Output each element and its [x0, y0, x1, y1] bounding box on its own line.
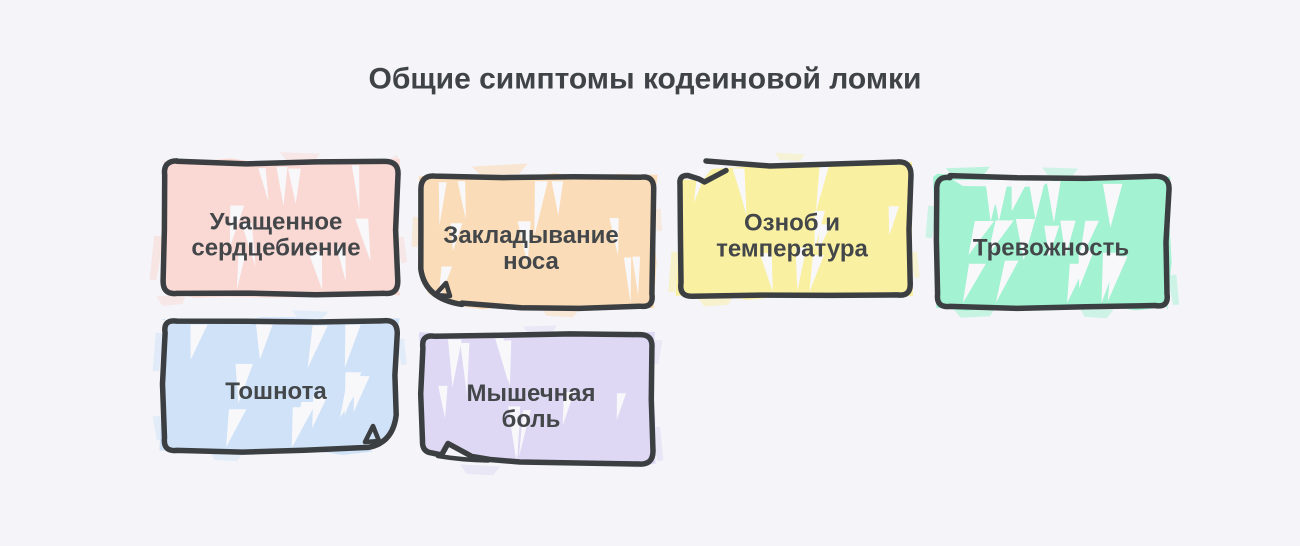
svg-text:сердцебиение: сердцебиение: [191, 235, 360, 262]
svg-text:Мышечная: Мышечная: [466, 380, 595, 407]
svg-text:боль: боль: [502, 406, 561, 433]
svg-text:Закладывание: Закладывание: [443, 222, 618, 249]
svg-text:носа: носа: [503, 248, 559, 275]
svg-text:Тошнота: Тошнота: [225, 378, 327, 405]
svg-text:Общие симптомы кодеиновой ломк: Общие симптомы кодеиновой ломки: [368, 63, 921, 96]
svg-text:Озноб и: Озноб и: [744, 210, 840, 237]
svg-text:Учащенное: Учащенное: [210, 209, 343, 236]
svg-text:Тревожность: Тревожность: [973, 235, 1129, 262]
svg-text:температура: температура: [716, 236, 868, 263]
